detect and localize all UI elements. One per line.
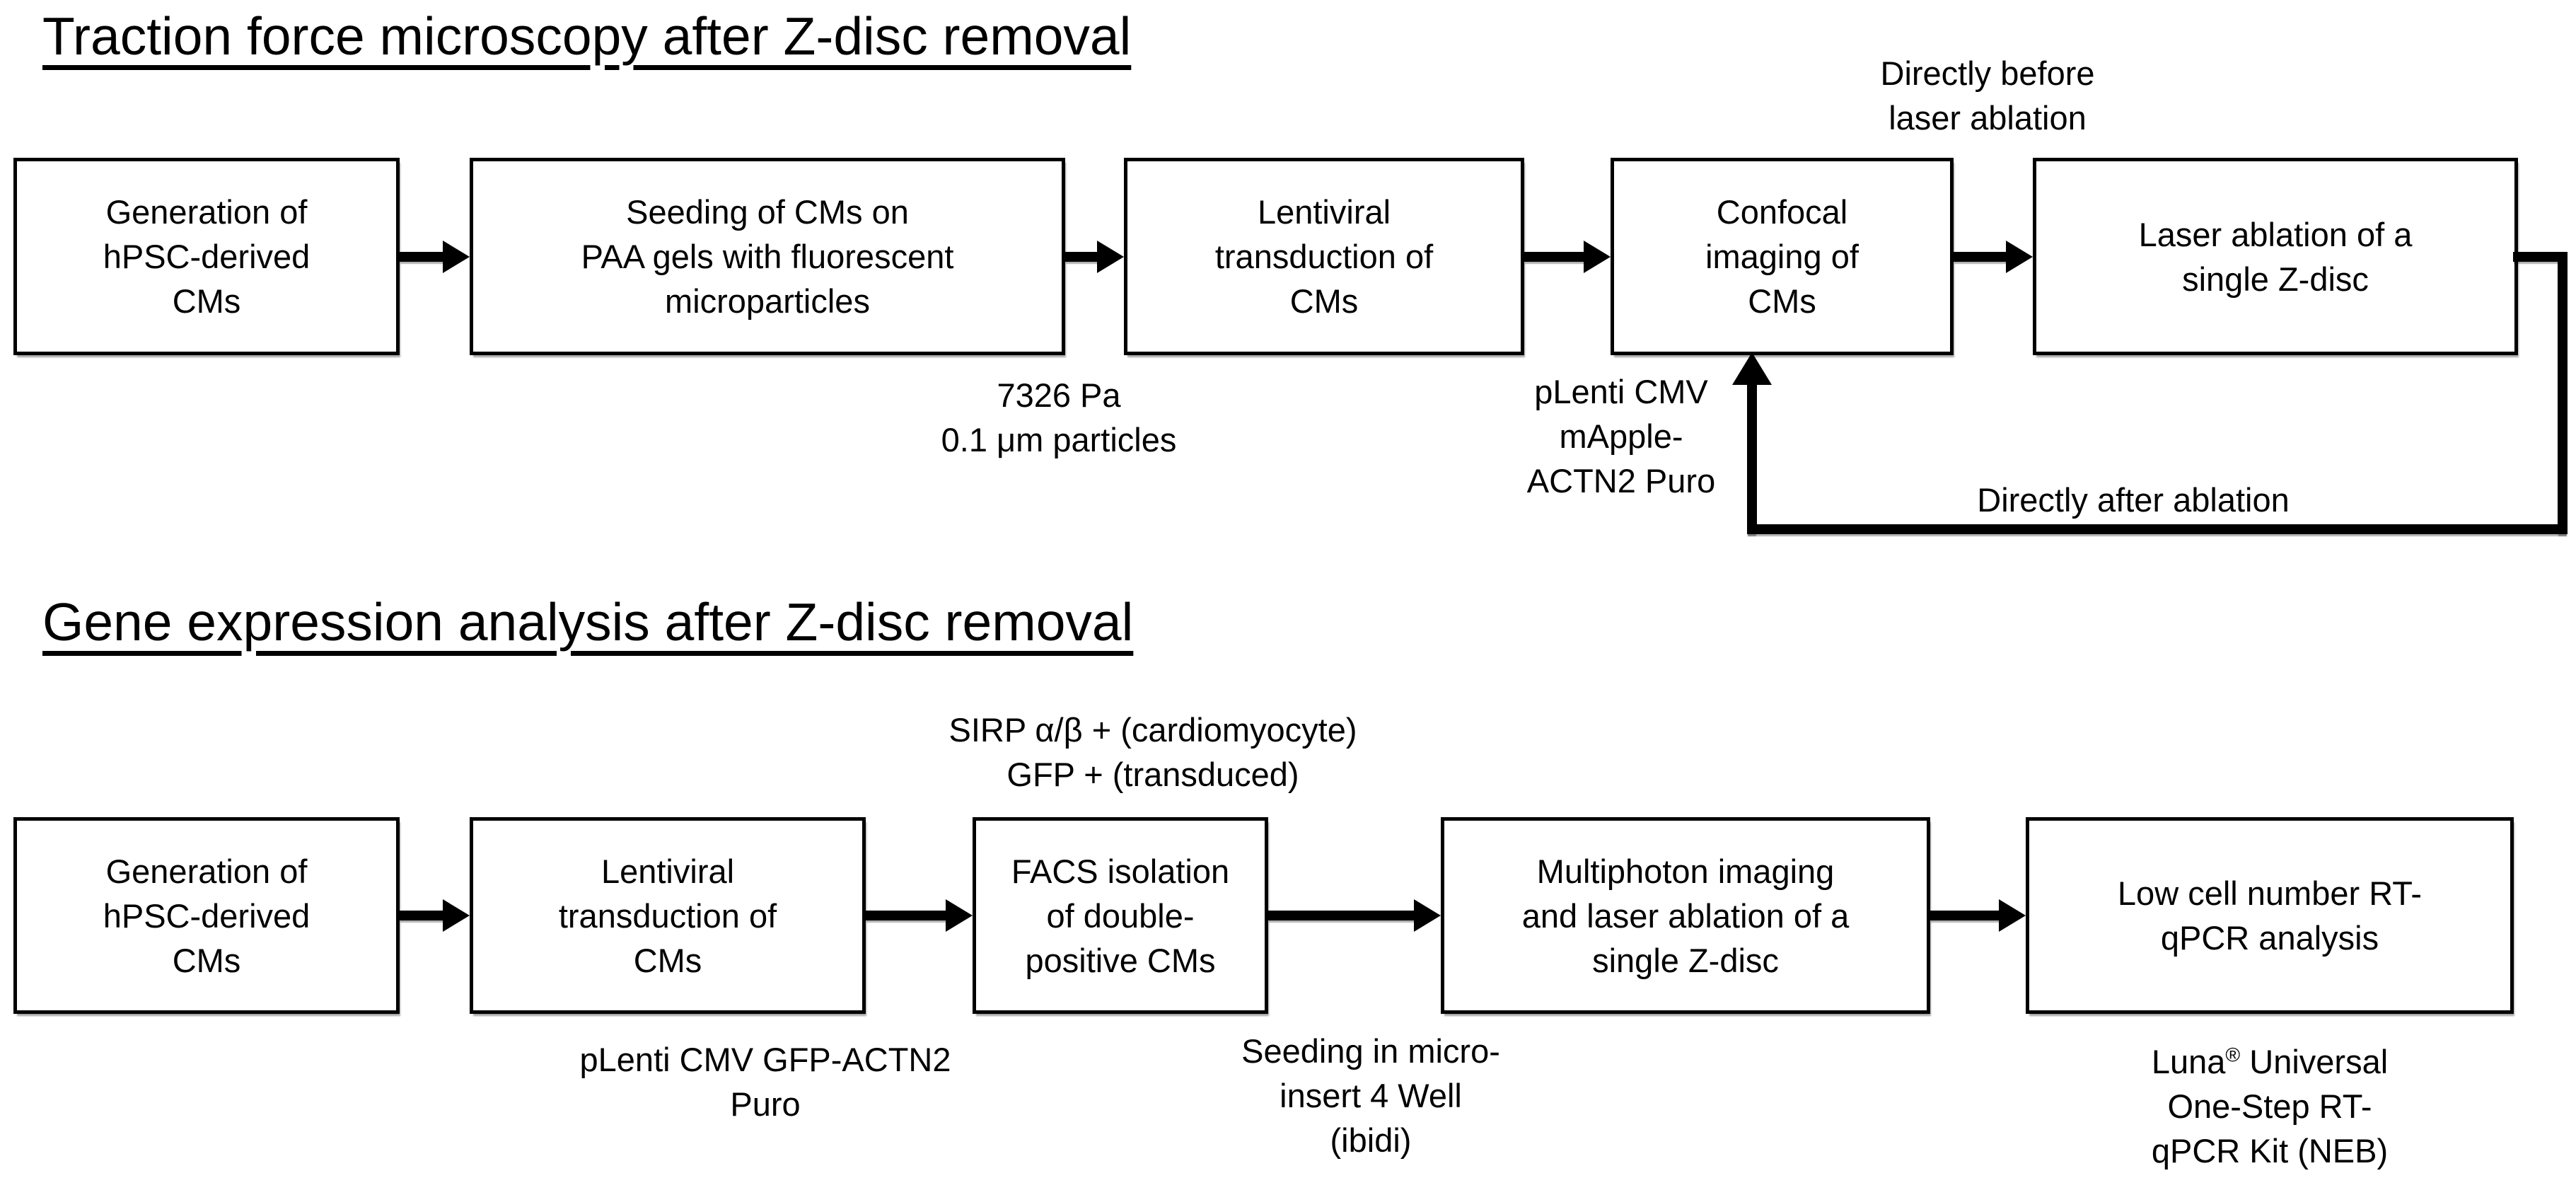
arrow-head-icon (1414, 899, 1441, 932)
arrow-head-icon (443, 241, 470, 273)
arrow-shaft (1930, 911, 2002, 920)
annotation-line: 7326 Pa (997, 376, 1121, 414)
step-label-line: transduction of (558, 896, 777, 935)
section-title-gene-expression: Gene expression analysis after Z-disc re… (42, 592, 1134, 652)
annotation-line: GFP + (transduced) (1006, 756, 1299, 793)
annotation-seeding-micro-insert: Seeding in micro- insert 4 Well (ibidi) (1241, 1029, 1500, 1162)
step-label-line: single Z-disc (1592, 941, 1779, 979)
step-label-line: Generation of (105, 193, 308, 231)
arrow-head-icon (1584, 241, 1611, 273)
annotation-line: (ibidi) (1330, 1121, 1412, 1159)
step-label-line: hPSC-derived (103, 238, 311, 275)
annotation-directly-after: Directly after ablation (1977, 478, 2289, 522)
annotation-line: Directly before (1880, 54, 2095, 92)
annotation-line: insert 4 Well (1280, 1077, 1462, 1114)
feedback-line-bottom (1747, 524, 2568, 534)
annotation-plenti-mapple-vector: pLenti CMV mApple- ACTN2 Puro (1527, 369, 1715, 503)
kit-name-rest: Universal (2240, 1043, 2389, 1080)
step-label-line: CMs (172, 282, 241, 320)
annotation-line: Puro (730, 1085, 801, 1123)
annotation-directly-before: Directly before laser ablation (1881, 51, 2095, 140)
step-label-line: positive CMs (1025, 941, 1216, 979)
arrow-head-icon (946, 899, 973, 932)
flow-arrow-icon (1524, 241, 1611, 273)
kit-name: Luna (2151, 1043, 2226, 1080)
annotation-line: mApple- (1559, 417, 1683, 455)
annotation-facs-markers: SIRP α/β + (cardiomyocyte) GFP + (transd… (948, 708, 1357, 797)
arrow-shaft (1524, 252, 1586, 262)
step-label-line: Low cell number RT- (2117, 874, 2423, 912)
annotation-line: Seeding in micro- (1241, 1032, 1500, 1070)
feedback-line-up (1747, 382, 1757, 534)
flow-arrow-icon (866, 899, 973, 932)
arrow-shaft (1065, 252, 1100, 262)
step-label-line: CMs (172, 941, 241, 979)
feedback-line-right (2558, 252, 2568, 534)
arrow-shaft (400, 252, 446, 262)
step-label-line: FACS isolation (1011, 852, 1230, 890)
annotation-line: laser ablation (1889, 99, 2087, 137)
arrow-shaft (866, 911, 948, 920)
annotation-line: SIRP α/β + (cardiomyocyte) (948, 711, 1357, 749)
step-label-line: PAA gels with fluorescent (581, 238, 954, 275)
step-label-line: hPSC-derived (103, 896, 311, 935)
annotation-plenti-gfp-vector: pLenti CMV GFP-ACTN2 Puro (580, 1037, 951, 1126)
step-label-line: of double- (1046, 896, 1195, 935)
step-lentiviral-transduction: Lentiviral transduction of CMs (1124, 158, 1524, 355)
step-label-line: Generation of (105, 852, 308, 890)
step-label-line: imaging of (1705, 238, 1859, 275)
flow-arrow-icon (1930, 899, 2026, 932)
step-label-line: single Z-disc (2182, 260, 2369, 298)
step-label-line: Laser ablation of a (2138, 215, 2413, 253)
arrow-head-icon (1097, 241, 1124, 273)
step-multiphoton-ablation: Multiphoton imaging and laser ablation o… (1441, 817, 1930, 1014)
annotation-line: pLenti CMV GFP-ACTN2 (579, 1041, 951, 1078)
flow-arrow-icon (1954, 241, 2033, 273)
step-label-line: Lentiviral (601, 852, 735, 890)
annotation-line: Luna® Universal (2152, 1039, 2388, 1084)
step-label-line: microparticles (665, 282, 870, 320)
arrow-head-icon (443, 899, 470, 932)
annotation-gel-stiffness-particles: 7326 Pa 0.1 μm particles (941, 373, 1177, 462)
arrow-shaft (1954, 252, 2009, 262)
step-rt-qpcr-analysis: Low cell number RT- qPCR analysis (2026, 817, 2514, 1014)
step-label-line: transduction of (1214, 238, 1434, 275)
annotation-luna-qpcr-kit: Luna® Universal One-Step RT- qPCR Kit (N… (2152, 1039, 2388, 1173)
flow-arrow-icon (400, 241, 470, 273)
annotation-line: 0.1 μm particles (941, 421, 1177, 458)
step-label-line: Lentiviral (1257, 193, 1391, 231)
arrow-head-icon (1999, 899, 2026, 932)
flow-arrow-icon (1268, 899, 1441, 932)
annotation-line: One-Step RT- (2167, 1087, 2372, 1125)
step-label-line: Multiphoton imaging (1536, 852, 1835, 890)
feedback-arrow-head-icon (1732, 352, 1772, 385)
annotation-line: ACTN2 Puro (1526, 462, 1716, 500)
step-label-line: and laser ablation of a (1521, 896, 1850, 935)
step-laser-ablation: Laser ablation of a single Z-disc (2033, 158, 2518, 355)
step-label-line: Seeding of CMs on (626, 193, 909, 231)
arrow-shaft (1268, 911, 1417, 920)
step-label-line: CMs (1289, 282, 1359, 320)
annotation-line: qPCR Kit (NEB) (2151, 1132, 2389, 1170)
step-label-line: CMs (633, 941, 702, 979)
annotation-line: Directly after ablation (1977, 481, 2290, 519)
arrow-head-icon (2006, 241, 2033, 273)
step-label-line: qPCR analysis (2160, 919, 2379, 957)
step-generation-cms: Generation of hPSC-derived CMs (13, 158, 400, 355)
flow-arrow-icon (400, 899, 470, 932)
step-confocal-imaging: Confocal imaging of CMs (1611, 158, 1954, 355)
flow-arrow-icon (1065, 241, 1124, 273)
arrow-shaft (400, 911, 446, 920)
step-seeding-paa-gels: Seeding of CMs on PAA gels with fluoresc… (470, 158, 1065, 355)
section-title-traction-force-microscopy: Traction force microscopy after Z-disc r… (42, 6, 1132, 66)
annotation-line: pLenti CMV (1534, 373, 1708, 410)
step-label-line: CMs (1748, 282, 1816, 320)
step-facs-isolation: FACS isolation of double- positive CMs (973, 817, 1268, 1014)
registered-trademark-symbol: ® (2225, 1043, 2241, 1066)
step-lentiviral-transduction-2: Lentiviral transduction of CMs (470, 817, 866, 1014)
step-label-line: Confocal (1716, 193, 1848, 231)
feedback-line-exit (2513, 252, 2568, 262)
step-generation-cms-2: Generation of hPSC-derived CMs (13, 817, 400, 1014)
